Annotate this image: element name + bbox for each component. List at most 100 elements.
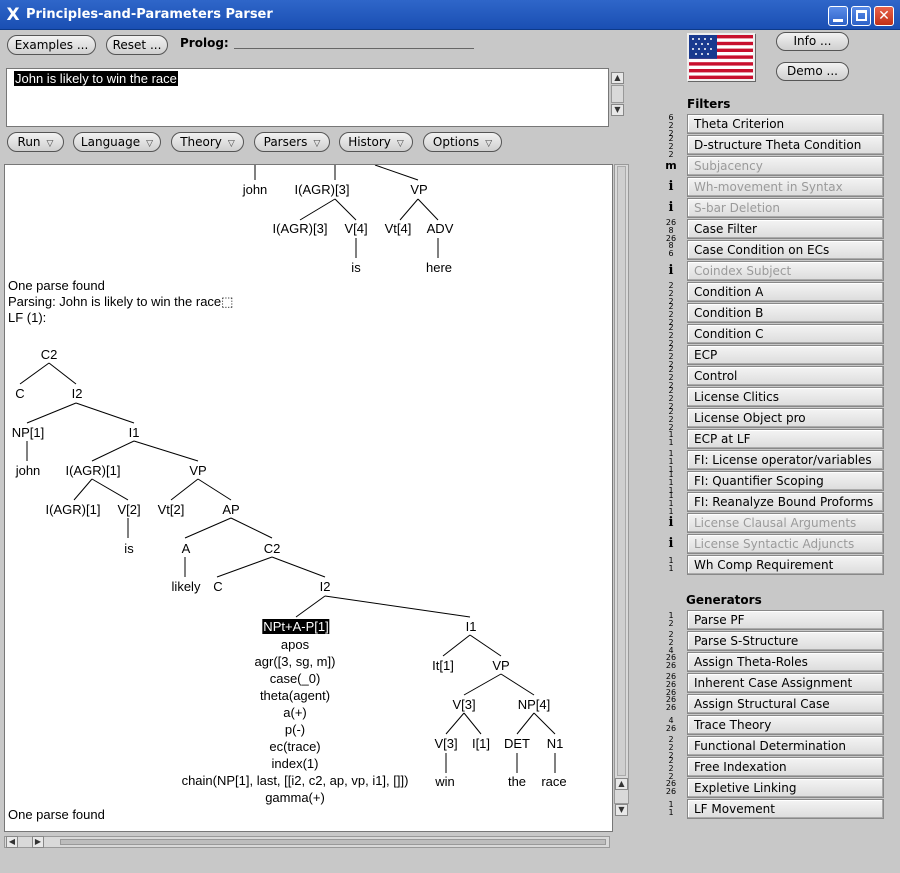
filter-button-condition-a[interactable]: Condition A [687, 282, 884, 302]
scroll-down-icon[interactable]: ▼ [611, 104, 624, 116]
minimize-button[interactable] [828, 6, 848, 26]
reset-button[interactable]: Reset ... [106, 35, 168, 55]
sentence-input[interactable]: John is likely to win the race [6, 68, 609, 127]
scroll-right-icon[interactable]: ▶ [32, 836, 44, 848]
parsers-menu[interactable]: Parsers▽ [254, 132, 330, 152]
count-badge: i [668, 536, 674, 551]
tree-node: It[1] [432, 658, 454, 673]
count-value: 2 [668, 735, 674, 744]
scroll-thumb[interactable] [617, 166, 626, 776]
tree-node: john [15, 463, 41, 478]
filter-button-fi-reanalyze-bound-proforms[interactable]: FI: Reanalyze Bound Proforms [687, 492, 884, 512]
parsing-line: Parsing: John is likely to win the race⬚ [8, 294, 234, 309]
filter-button-license-clitics[interactable]: License Clitics [687, 387, 884, 407]
output-horizontal-scrollbar[interactable]: ◀ ▶ [4, 834, 613, 850]
count-value: 2 [668, 407, 674, 416]
filter-button-wh-movement-in-syntax[interactable]: Wh-movement in Syntax [687, 177, 884, 197]
filter-button-wh-comp-requirement[interactable]: Wh Comp Requirement [687, 555, 884, 575]
filter-button-d-structure-theta-condition[interactable]: D-structure Theta Condition [687, 135, 884, 155]
count-value: 6 [668, 113, 674, 122]
us-flag-icon[interactable] [687, 33, 755, 81]
count-value: 2 [668, 339, 674, 348]
selected-tree-node[interactable]: NPt+A-P[1] [262, 619, 330, 634]
filter-button-condition-b[interactable]: Condition B [687, 303, 884, 323]
demo-button[interactable]: Demo ... [776, 62, 849, 81]
filter-button-theta-criterion[interactable]: Theta Criterion [687, 114, 884, 134]
sentence-text: John is likely to win the race [14, 71, 178, 86]
theory-menu[interactable]: Theory▽ [171, 132, 244, 152]
filter-button-control[interactable]: Control [687, 366, 884, 386]
tree-node: V[3] [434, 736, 458, 751]
chevron-down-icon: ▽ [146, 139, 154, 149]
generators-heading: Generators [686, 593, 762, 607]
scroll-down-icon[interactable]: ▼ [615, 804, 628, 816]
generator-button-trace-theory[interactable]: Trace Theory [687, 715, 884, 735]
generator-button-inherent-case-assignment[interactable]: Inherent Case Assignment [687, 673, 884, 693]
filter-button-license-syntactic-adjuncts[interactable]: License Syntactic Adjuncts [687, 534, 884, 554]
prolog-input[interactable] [234, 48, 474, 49]
count-value: 2 [668, 134, 674, 143]
close-button[interactable]: ✕ [874, 6, 894, 26]
output-vertical-scrollbar[interactable]: ▲ ▼ [614, 164, 630, 832]
filter-button-ecp-at-lf[interactable]: ECP at LF [687, 429, 884, 449]
options-menu[interactable]: Options▽ [423, 132, 502, 152]
info-button[interactable]: Info ... [776, 32, 849, 51]
filter-button-s-bar-deletion[interactable]: S-bar Deletion [687, 198, 884, 218]
filter-button-license-clausal-arguments[interactable]: License Clausal Arguments [687, 513, 884, 533]
generator-button-parse-s-structure[interactable]: Parse S-Structure [687, 631, 884, 651]
tree-node: Vt[4] [384, 221, 412, 236]
tree-node: I(AGR)[1] [65, 463, 121, 478]
count-value: 26 [665, 688, 677, 697]
tree-node: win [435, 774, 455, 789]
generator-button-functional-determination[interactable]: Functional Determination [687, 736, 884, 756]
count-value: 1 [668, 564, 674, 573]
tree-node: I1 [128, 425, 140, 440]
filter-button-license-object-pro[interactable]: License Object pro [687, 408, 884, 428]
count-value: 26 [665, 779, 677, 788]
count-badge: i [668, 200, 674, 215]
filter-button-case-condition-on-ecs[interactable]: Case Condition on ECs [687, 240, 884, 260]
scroll-left-icon[interactable]: ◀ [6, 836, 18, 848]
filter-button-subjacency[interactable]: Subjacency [687, 156, 884, 176]
generator-button-parse-pf[interactable]: Parse PF [687, 610, 884, 630]
count-value: 2 [668, 150, 674, 159]
filter-button-fi-quantifier-scoping[interactable]: FI: Quantifier Scoping [687, 471, 884, 491]
examples-button[interactable]: Examples ... [7, 35, 96, 55]
filter-button-ecp[interactable]: ECP [687, 345, 884, 365]
tree-lines [19, 165, 556, 773]
feature-line: theta(agent) [259, 688, 331, 703]
run-menu[interactable]: Run▽ [7, 132, 64, 152]
language-menu[interactable]: Language▽ [73, 132, 161, 152]
count-value: 1 [668, 808, 674, 817]
generator-button-assign-structural-case[interactable]: Assign Structural Case [687, 694, 884, 714]
generator-button-assign-theta-roles[interactable]: Assign Theta-Roles [687, 652, 884, 672]
filter-button-case-filter[interactable]: Case Filter [687, 219, 884, 239]
count-value: 2 [668, 751, 674, 760]
count-value: 2 [668, 297, 674, 306]
filter-button-fi-license-operator-variables[interactable]: FI: License operator/variables [687, 450, 884, 470]
filter-button-condition-c[interactable]: Condition C [687, 324, 884, 344]
generator-button-free-indexation[interactable]: Free Indexation [687, 757, 884, 777]
scroll-up-icon[interactable]: ▲ [611, 72, 624, 84]
input-scrollbar[interactable]: ▲ ▼ [611, 72, 625, 122]
status-line: One parse found [8, 278, 105, 293]
generator-button-lf-movement[interactable]: LF Movement [687, 799, 884, 819]
count-value: 26 [665, 672, 677, 681]
scroll-up-icon[interactable]: ▲ [615, 778, 628, 790]
maximize-button[interactable] [851, 6, 871, 26]
filter-button-coindex-subject[interactable]: Coindex Subject [687, 261, 884, 281]
scroll-thumb[interactable] [60, 839, 606, 845]
generator-button-expletive-linking[interactable]: Expletive Linking [687, 778, 884, 798]
tree-node: I1 [465, 619, 477, 634]
history-menu[interactable]: History▽ [339, 132, 413, 152]
